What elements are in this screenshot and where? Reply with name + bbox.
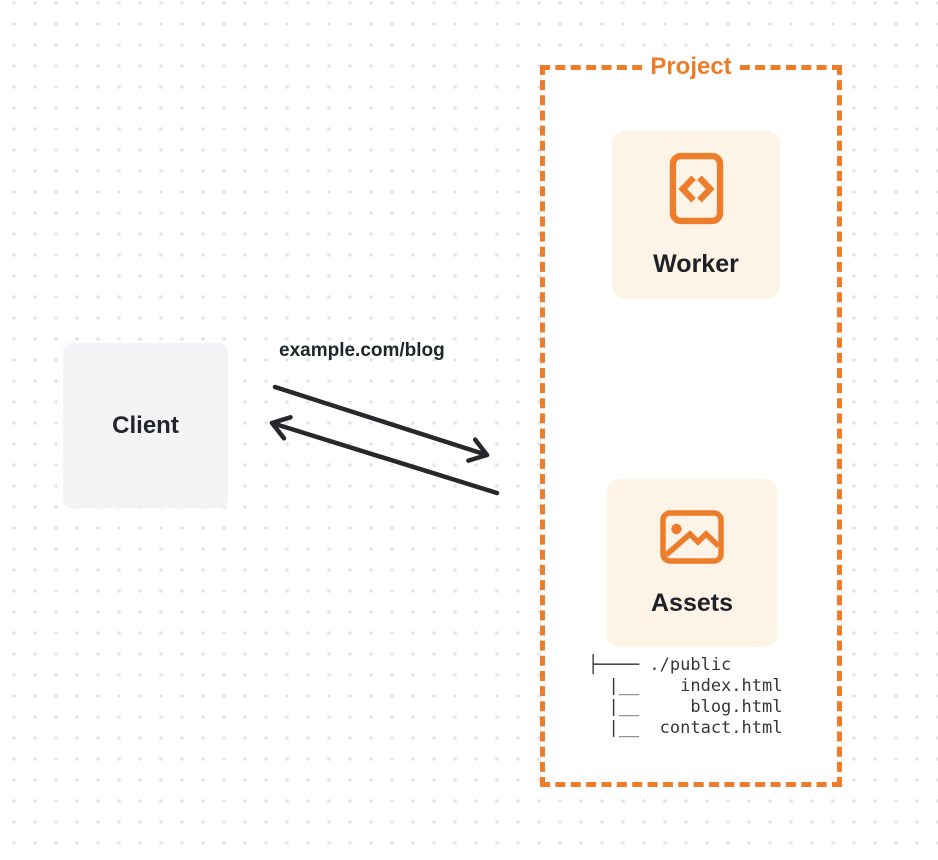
tree-line-contact: |__ contact.html xyxy=(588,718,783,738)
client-label: Client xyxy=(112,411,179,439)
assets-node: Assets xyxy=(607,479,777,647)
project-container: Project Worker Assets ├──── ./public |__… xyxy=(540,53,842,787)
project-label: Project xyxy=(643,53,739,81)
worker-node: Worker xyxy=(612,131,780,298)
response-arrow xyxy=(269,415,500,496)
assets-label: Assets xyxy=(651,589,733,617)
assets-file-tree: ├──── ./public |__ index.html |__ blog.h… xyxy=(588,655,782,739)
code-file-icon xyxy=(669,152,723,225)
request-arrow xyxy=(272,384,490,463)
tree-line-blog: |__ blog.html xyxy=(588,697,783,717)
request-url-label: example.com/blog xyxy=(279,340,445,361)
worker-label: Worker xyxy=(653,250,739,278)
request-response-arrows xyxy=(269,384,500,496)
response-arrowhead-icon xyxy=(269,415,293,441)
tree-line-root: ├──── ./public xyxy=(588,655,732,675)
image-icon xyxy=(660,510,724,564)
client-node: Client xyxy=(63,343,228,508)
tree-line-index: |__ index.html xyxy=(588,676,783,696)
request-arrowhead-icon xyxy=(466,437,490,463)
